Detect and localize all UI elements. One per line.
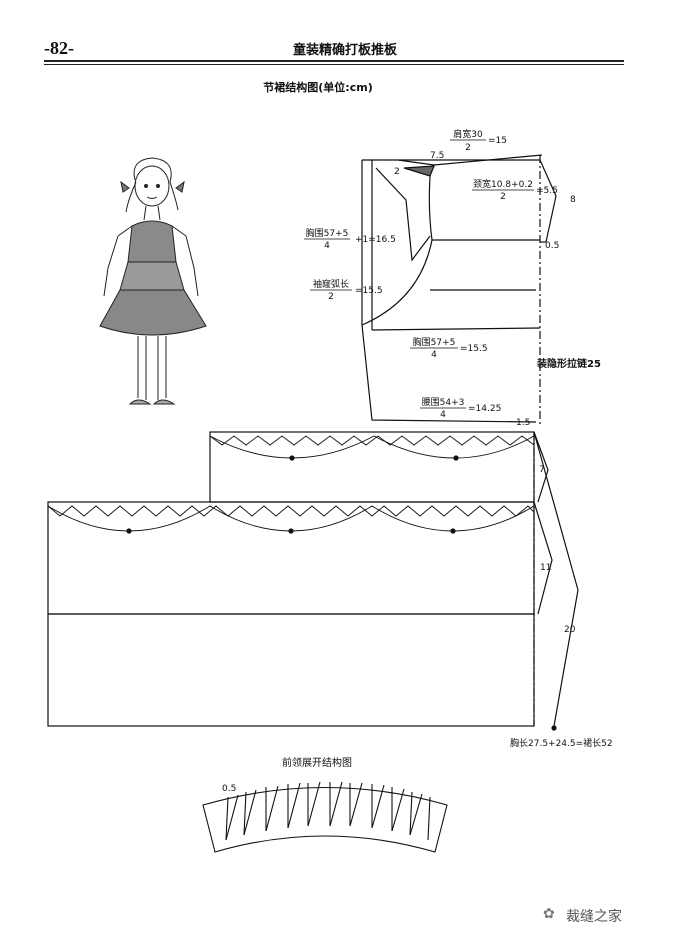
shoulder-slope-label: 2 xyxy=(394,167,400,177)
front-collar-diagram: 前领展开结构图 0.5 xyxy=(202,756,448,853)
armhole-result: =15.5 xyxy=(355,286,383,296)
tier1-height: 7 xyxy=(539,465,545,475)
neck-depth-label: 7.5 xyxy=(430,151,444,161)
collar-offset-label: 0.5 xyxy=(222,784,236,794)
armhole-numer: 袖窿弧长 xyxy=(313,278,349,290)
skirt-labels: 7 11 20 胸长27.5+24.5=裙长52 xyxy=(510,465,613,749)
chest-denom: 4 xyxy=(324,241,330,251)
page-number: -82- xyxy=(44,38,74,58)
chest-result: +1=16.5 xyxy=(355,235,396,245)
armhole-denom: 2 xyxy=(328,292,334,302)
wechat-icon: ✿ xyxy=(543,906,555,922)
side-length-label: 8 xyxy=(570,195,576,205)
header-rule xyxy=(44,60,624,65)
skirt-pattern xyxy=(47,431,579,727)
collar-title: 前领展开结构图 xyxy=(282,756,352,769)
chest2-numer: 胸围57+5 xyxy=(413,336,456,348)
waist-numer: 腰围54+3 xyxy=(422,397,465,408)
child-illustration xyxy=(99,157,207,405)
bodice-pattern xyxy=(361,154,557,425)
shoulder-width-numer: 肩宽30 xyxy=(453,128,483,140)
chest2-denom: 4 xyxy=(431,350,437,360)
waist-result: =14.25 xyxy=(468,404,501,414)
neck-width-numer: 颈宽10.8+0.2 xyxy=(473,178,533,190)
chest2-result: =15.5 xyxy=(460,344,488,354)
length-formula: 胸长27.5+24.5=裙长52 xyxy=(510,737,613,749)
shoulder-width-result: =15 xyxy=(488,136,507,146)
right-offset-label: 0.5 xyxy=(545,241,559,251)
zipper-label: 装隐形拉链25 xyxy=(536,357,601,370)
chest-numer: 胸围57+5 xyxy=(306,227,349,239)
skirt-dots xyxy=(126,455,557,731)
waist-offset-label: 1.5 xyxy=(516,418,530,428)
watermark-text: 裁缝之家 xyxy=(566,909,622,925)
diagram-title: 节裙结构图(单位:cm) xyxy=(263,80,372,94)
tier2-height: 11 xyxy=(540,563,551,573)
shoulder-width-denom: 2 xyxy=(465,143,471,153)
waist-denom: 4 xyxy=(440,410,446,420)
neck-width-denom: 2 xyxy=(500,192,506,202)
bodice-labels: 肩宽30 2 =15 7.5 2 颈宽10.8+0.2 2 =5.5 8 胸围5… xyxy=(304,128,601,428)
total-skirt-length: 20 xyxy=(564,625,576,635)
neck-width-result: =5.5 xyxy=(536,186,558,196)
book-title: 童装精确打板推板 xyxy=(292,43,397,58)
